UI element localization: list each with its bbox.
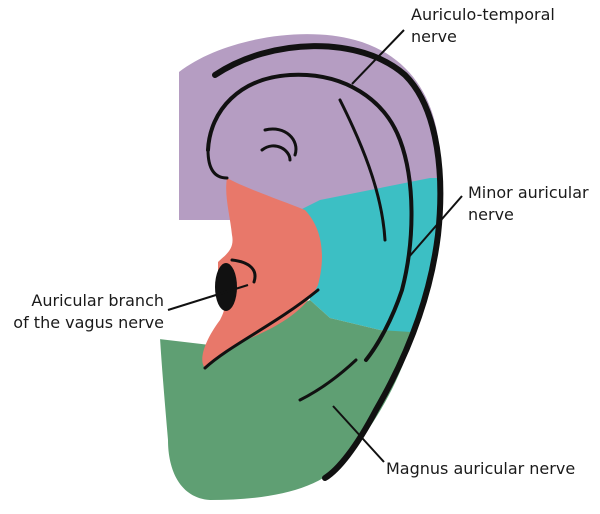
label-minor-auricular-nerve: Minor auricular nerve — [468, 182, 589, 226]
leader-vagus — [167, 284, 249, 311]
leader-minor-auricular — [407, 195, 463, 259]
leader-magnus — [332, 405, 385, 463]
helix-outline — [212, 43, 444, 481]
label-line: Minor auricular — [468, 183, 589, 202]
label-line: of the vagus nerve — [13, 313, 164, 332]
label-auriculo-temporal-nerve: Auriculo-temporal nerve — [411, 4, 555, 48]
leader-auriculo-temporal — [351, 29, 405, 85]
triangular-fossa-line — [260, 127, 298, 162]
antihelix-crus — [338, 98, 387, 242]
antihelix-line — [206, 72, 414, 362]
label-line: Magnus auricular nerve — [386, 459, 576, 478]
label-line: Auriculo-temporal — [411, 5, 555, 24]
label-magnus-auricular-nerve: Magnus auricular nerve — [386, 458, 575, 480]
label-line: nerve — [411, 27, 457, 46]
ear-canal — [215, 263, 237, 311]
label-line: Auricular branch — [31, 291, 164, 310]
tragus-line — [230, 258, 257, 284]
concha-rim — [206, 148, 229, 180]
antitragus-line — [203, 288, 320, 370]
region-vagus — [202, 178, 322, 368]
label-line: nerve — [468, 205, 514, 224]
lobe-crease — [298, 358, 358, 402]
label-auricular-branch-vagus-nerve: Auricular branch of the vagus nerve — [6, 290, 164, 334]
region-minor-auricular — [300, 178, 441, 340]
